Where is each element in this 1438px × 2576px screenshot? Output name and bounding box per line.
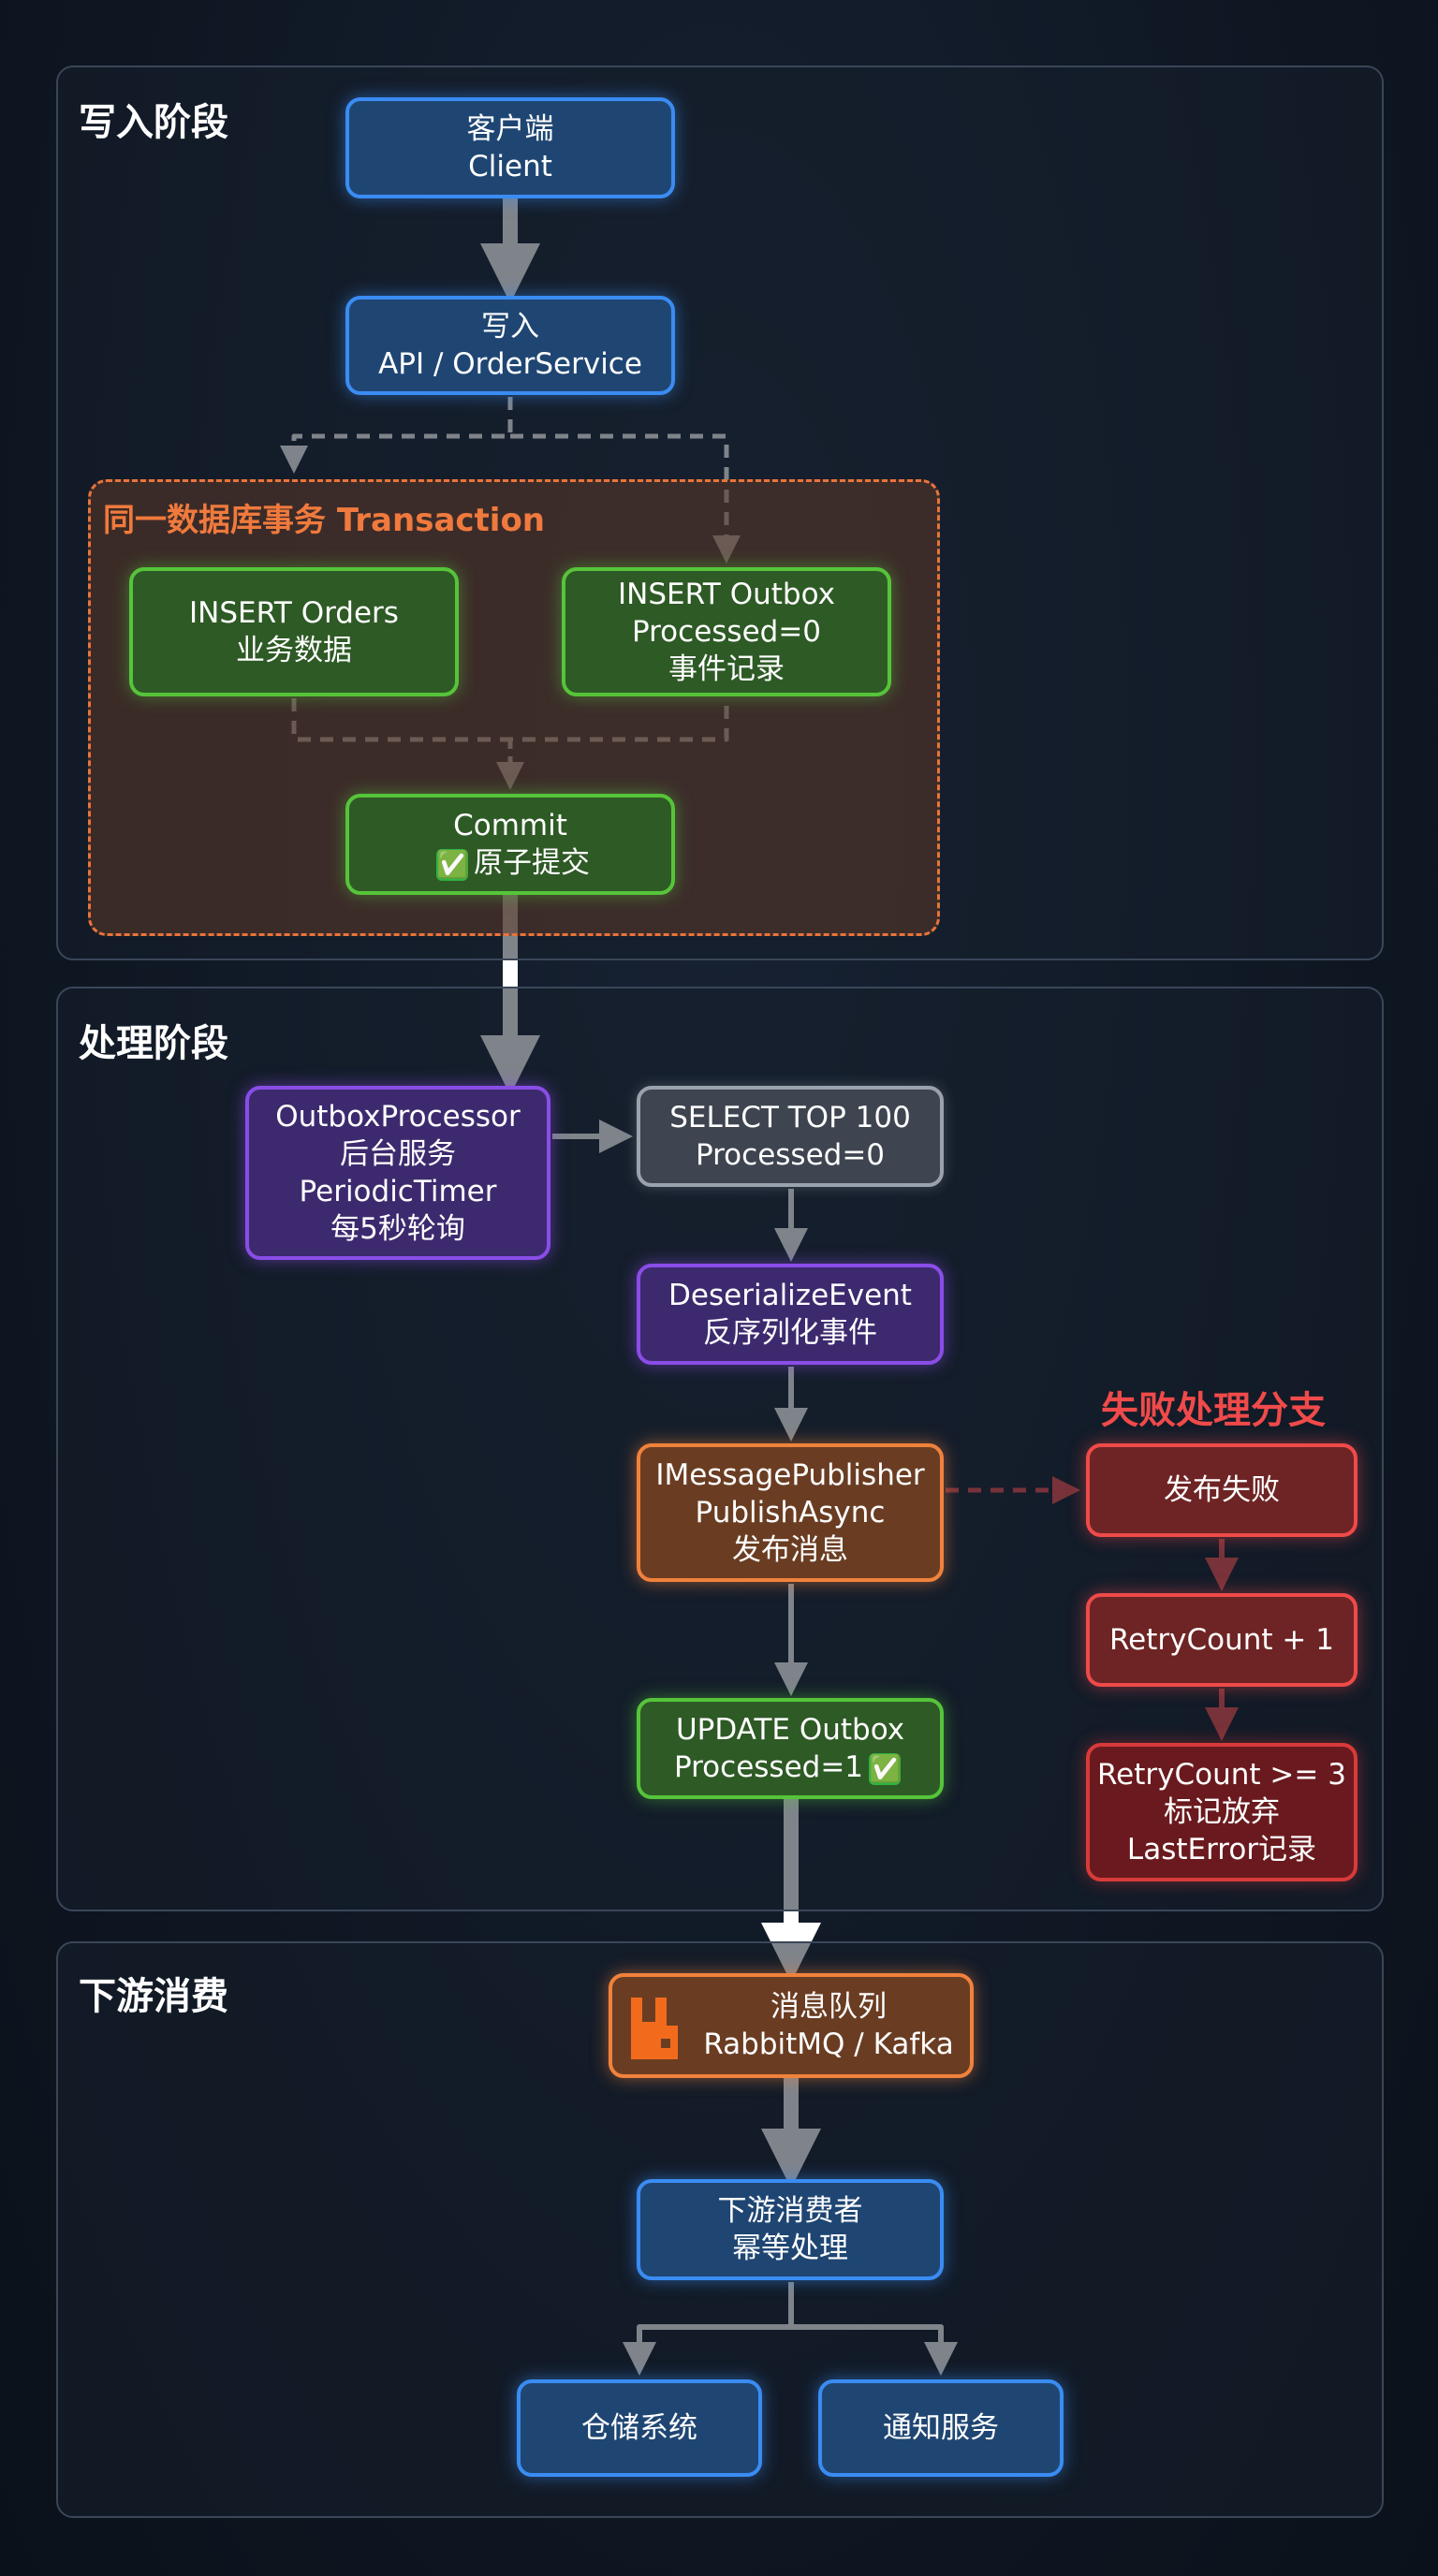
- client-node: 客户端 Client: [345, 97, 675, 198]
- outbox-processor-node: OutboxProcessor 后台服务 PeriodicTimer 每5秒轮询: [245, 1086, 550, 1260]
- publish-fail-node: 发布失败: [1086, 1443, 1357, 1537]
- select-node: SELECT TOP 100 Processed=0: [637, 1086, 944, 1187]
- transaction-title: 同一数据库事务 Transaction: [103, 502, 546, 539]
- write-phase-title: 写入阶段: [79, 101, 228, 144]
- insert-orders-node: INSERT Orders 业务数据: [129, 567, 459, 696]
- rabbitmq-logo-icon: [631, 1998, 678, 2059]
- downstream-phase-title: 下游消费: [79, 1975, 228, 2018]
- publisher-node: IMessagePublisher PublishAsync 发布消息: [637, 1443, 944, 1582]
- retry-increment-node: RetryCount + 1: [1086, 1593, 1357, 1687]
- warehouse-node: 仓储系统: [517, 2379, 762, 2477]
- check-mark-icon: ✅: [869, 1752, 902, 1785]
- notify-node: 通知服务: [818, 2379, 1064, 2477]
- process-phase-title: 处理阶段: [79, 1022, 228, 1065]
- deserialize-node: DeserializeEvent 反序列化事件: [637, 1264, 944, 1365]
- update-outbox-node: UPDATE Outbox Processed=1✅: [637, 1698, 944, 1799]
- commit-node: Commit ✅原子提交: [345, 794, 675, 895]
- retry-max-node: RetryCount >= 3 标记放弃 LastError记录: [1086, 1743, 1357, 1881]
- write-api-node: 写入 API / OrderService: [345, 296, 675, 395]
- message-queue-node: 消息队列 RabbitMQ / Kafka: [609, 1973, 974, 2078]
- fail-branch-title: 失败处理分支: [1101, 1389, 1326, 1432]
- check-mark-icon: ✅: [436, 848, 469, 881]
- downstream-consumer-node: 下游消费者 幂等处理: [637, 2179, 944, 2280]
- insert-outbox-node: INSERT Outbox Processed=0 事件记录: [562, 567, 891, 696]
